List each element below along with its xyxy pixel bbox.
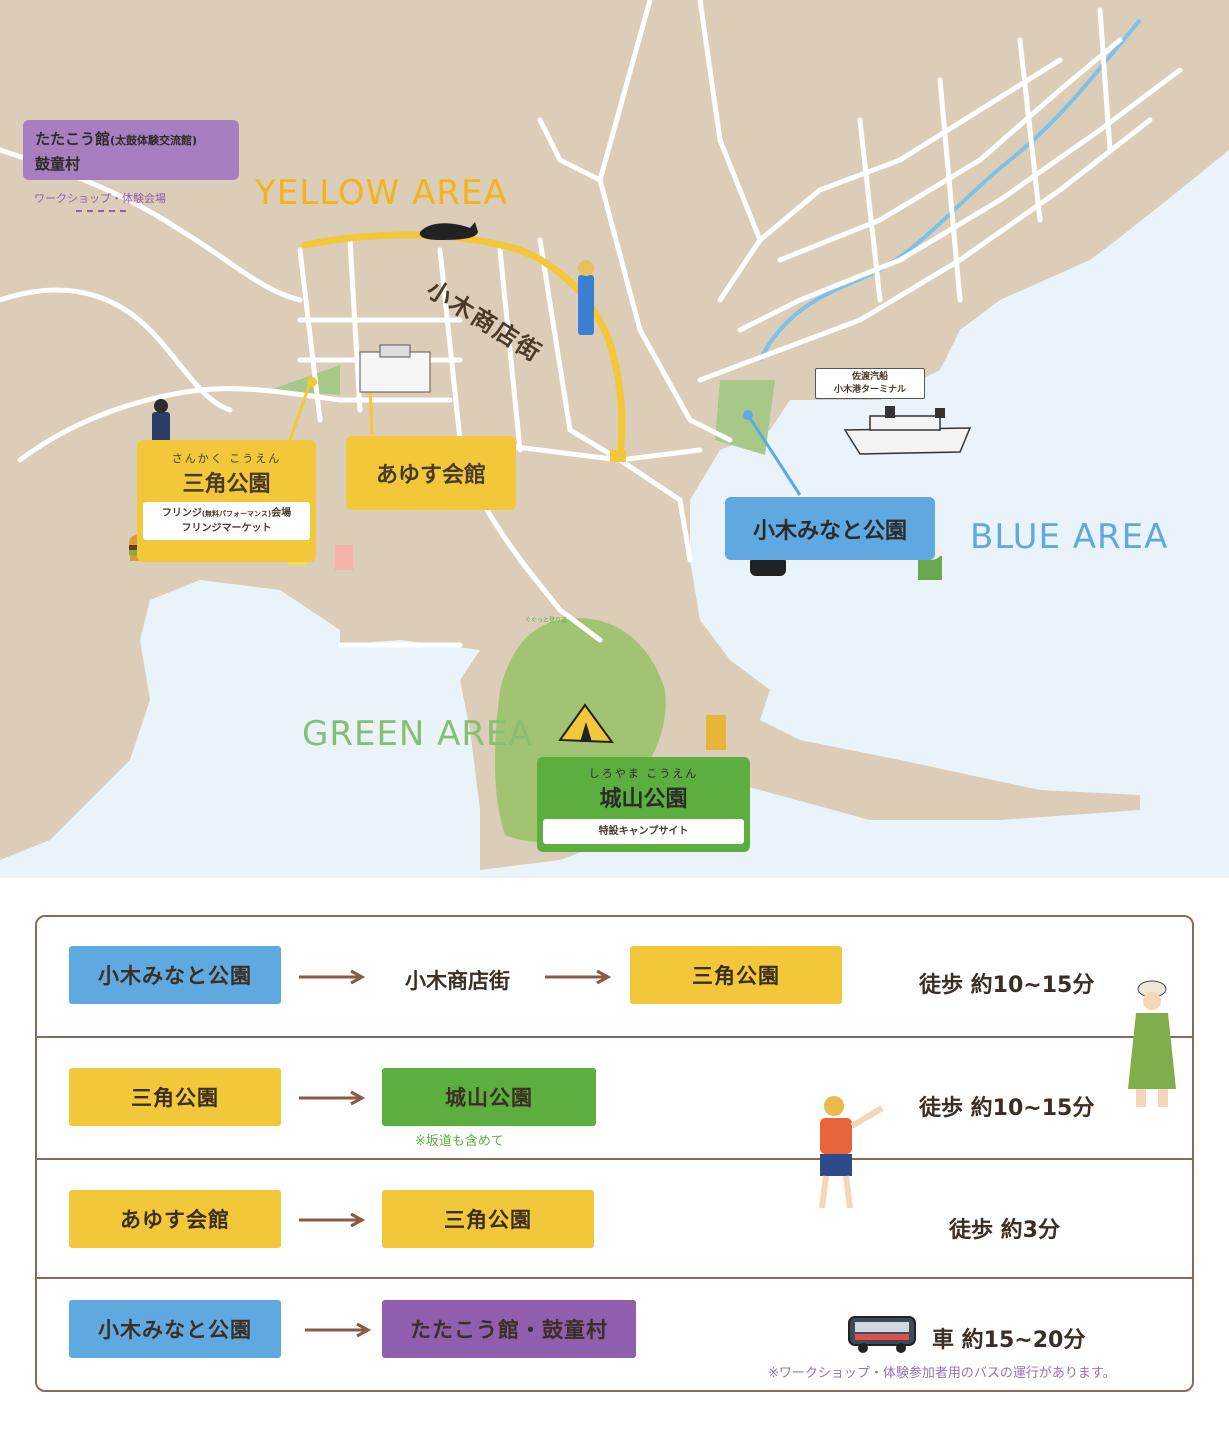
- land: [0, 0, 1229, 870]
- sankaku-tag-fringe: フリンジ: [161, 508, 202, 519]
- route1-time: 徒歩 約10~15分: [919, 973, 1095, 998]
- tatakokan-label[interactable]: たたこう館(太鼓体験交流館) 鼓童村: [23, 120, 239, 180]
- arrow-icon: [299, 1212, 365, 1228]
- ayusu-connector: [368, 384, 374, 436]
- row-divider: [37, 1158, 1192, 1160]
- ayusu-name: あゆす会館: [375, 463, 486, 488]
- route-row-1: 小木みなと公園 小木商店街 三角公園 徒歩 約10~15分: [37, 917, 1192, 1037]
- green-area-title: GREEN AREA: [302, 714, 533, 754]
- route2-from[interactable]: 三角公園: [69, 1068, 281, 1126]
- route4-from[interactable]: 小木みなと公園: [69, 1300, 281, 1358]
- sankaku-tag-free: (無料パフォーマンス): [201, 510, 272, 518]
- sankaku-name: 三角公園: [182, 472, 271, 497]
- uphill-path-note: ぐぐっと登り道: [525, 617, 568, 624]
- ayusu-building-icon: [359, 344, 431, 393]
- sankaku-pin-icon: [307, 377, 317, 387]
- river: [758, 18, 1142, 361]
- route-table: 小木みなと公園 小木商店街 三角公園 徒歩 約10~15分 三角公園 城山公園 …: [35, 915, 1194, 1392]
- gate-icon: [610, 450, 626, 462]
- sankaku-tag-market: フリンジマーケット: [181, 523, 272, 534]
- route-row-3: あゆす会館 三角公園 徒歩 約3分: [37, 1160, 1192, 1280]
- minato-name: 小木みなと公園: [752, 518, 907, 544]
- row-divider: [37, 1036, 1192, 1038]
- terminal-line1: 佐渡汽船: [851, 372, 888, 382]
- route3-from[interactable]: あゆす会館: [69, 1190, 281, 1248]
- route1-to[interactable]: 三角公園: [630, 946, 842, 1004]
- row-divider: [37, 1277, 1192, 1279]
- yellow-area-title: YELLOW AREA: [255, 173, 508, 213]
- route2-time: 徒歩 約10~15分: [919, 1096, 1095, 1121]
- shiroyama-park-label[interactable]: しろやま こうえん 城山公園 特設キャンプサイト: [537, 757, 750, 852]
- arrow-icon: [299, 1090, 365, 1106]
- sankaku-connector: [288, 382, 312, 441]
- arrow-icon: [305, 1322, 371, 1338]
- route3-time: 徒歩 約3分: [949, 1218, 1060, 1243]
- route-row-4: 小木みなと公園 たたこう館・鼓童村 車 約15~20分 ※ワークショップ・体験参…: [37, 1279, 1192, 1399]
- tatakokan-name: たたこう館: [35, 130, 111, 148]
- ferry-icon: [843, 406, 972, 455]
- tatakokan-caption: ワークショップ・体験会場: [34, 192, 166, 205]
- minato-pin-icon: [743, 410, 753, 420]
- arrow-icon: [545, 969, 611, 985]
- sankaku-ruby: さんかく こうえん: [171, 452, 282, 465]
- blue-area-title: BLUE AREA: [970, 517, 1169, 557]
- waving-man-illustration: [819, 1096, 884, 1209]
- route4-to[interactable]: たたこう館・鼓童村: [382, 1300, 636, 1358]
- route4-time: 車 約15~20分: [932, 1328, 1086, 1353]
- shopping-street-route: [301, 231, 626, 459]
- sankaku-tag-venue: 会場: [271, 508, 292, 519]
- route-row-2: 三角公園 城山公園 ※坂道も含めて 徒歩 約10~15分: [37, 1038, 1192, 1158]
- area-map: YELLOW AREA BLUE AREA GREEN AREA 小木商店街 た…: [0, 0, 1229, 878]
- route3-to[interactable]: 三角公園: [382, 1190, 594, 1248]
- route1-from[interactable]: 小木みなと公園: [69, 946, 281, 1004]
- tent-icon: [558, 703, 615, 744]
- shiroyama-ruby: しろやま こうえん: [588, 767, 699, 780]
- arrow-icon: [299, 969, 365, 985]
- sankaku-park-green: [270, 365, 340, 395]
- route1-via: 小木商店街: [405, 969, 510, 993]
- route2-note: ※坂道も含めて: [415, 1134, 504, 1149]
- minato-connector: [746, 414, 802, 496]
- minato-park-label[interactable]: 小木みなと公園: [725, 497, 935, 560]
- ayusu-hall-label[interactable]: あゆす会館: [346, 436, 516, 510]
- shiroyama-tag: 特設キャンプサイト: [543, 819, 744, 844]
- sankaku-park-label[interactable]: さんかく こうえん 三角公園 フリンジ(無料パフォーマンス)会場 フリンジマーケ…: [137, 440, 316, 562]
- sankaku-tag: フリンジ(無料パフォーマンス)会場 フリンジマーケット: [143, 502, 310, 540]
- route2-to[interactable]: 城山公園: [382, 1068, 596, 1126]
- terminal-line2: 小木港ターミナル: [833, 385, 906, 395]
- route4-note: ※ワークショップ・体験参加者用のバスの運行があります。: [768, 1366, 1116, 1381]
- walking-woman-illustration: [1128, 980, 1176, 1107]
- tatakokan-arrow-icon: [76, 210, 126, 212]
- cat-icon: [419, 222, 478, 240]
- ferry-terminal-label[interactable]: 佐渡汽船 小木港ターミナル: [815, 368, 925, 399]
- tatakokan-sub: 鼓童村: [35, 155, 81, 173]
- tatakokan-name-note: (太鼓体験交流館): [110, 134, 198, 147]
- bus-icon: [848, 1316, 916, 1353]
- shiroyama-name: 城山公園: [599, 787, 688, 812]
